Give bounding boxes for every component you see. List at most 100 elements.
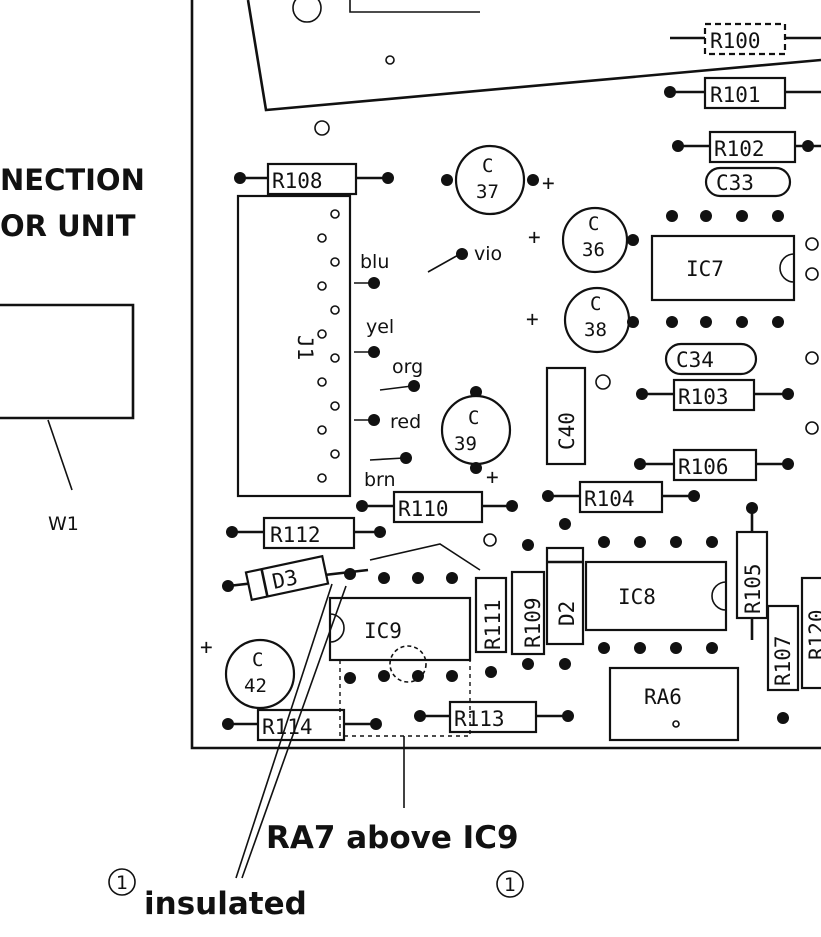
- resistor-r106: [672, 448, 758, 482]
- resistor-r120: [800, 576, 821, 690]
- diode-d2: [545, 546, 585, 646]
- r105-label: R105: [741, 563, 765, 614]
- resistor-r107: [766, 604, 800, 692]
- resistor-r111: [474, 576, 508, 654]
- c42-letter: C: [252, 649, 263, 671]
- resistor-r113: [448, 700, 538, 734]
- pad-marker: [385, 55, 395, 65]
- ic8-notch: [711, 581, 727, 611]
- wire-red: red: [390, 411, 421, 433]
- c40-label: C40: [555, 412, 579, 450]
- r104-label: R104: [584, 487, 635, 511]
- c37-number: 37: [476, 181, 499, 203]
- wire-org: org: [392, 356, 423, 378]
- capacitor-c33: [704, 166, 792, 198]
- r106-label: R106: [678, 455, 729, 479]
- r100-label: R100: [710, 29, 761, 53]
- resistor-r104: [578, 480, 664, 514]
- wire-w1-label: W1: [48, 513, 79, 535]
- c39-letter: C: [468, 407, 479, 429]
- resistor-r112: [262, 516, 356, 550]
- r102-label: R102: [714, 137, 765, 161]
- r113-label: R113: [454, 707, 505, 731]
- capacitor-c42: [224, 638, 296, 710]
- ic9-label: IC9: [364, 619, 402, 643]
- r120-label: R120: [805, 609, 821, 660]
- r107-label: R107: [771, 635, 795, 686]
- d2-label: D2: [555, 601, 579, 626]
- wire-yel: yel: [366, 316, 394, 338]
- capacitor-c40: [545, 366, 587, 466]
- w1-leader: [47, 419, 73, 491]
- capacitor-c37: [454, 144, 526, 216]
- resistor-r105: [735, 530, 769, 620]
- r103-label: R103: [678, 385, 729, 409]
- note-mark-right: 1: [504, 874, 516, 896]
- heading-line2: OR UNIT: [0, 209, 136, 243]
- c37-letter: C: [482, 155, 493, 177]
- heading-line1: NECTION: [0, 163, 145, 197]
- c39-plus: +: [486, 465, 499, 489]
- d3-label: D3: [270, 565, 300, 594]
- r110-label: R110: [398, 497, 449, 521]
- c39-number: 39: [454, 433, 477, 455]
- connector-j1: [236, 194, 352, 498]
- ic-ic7: [650, 234, 796, 302]
- r112-label: R112: [270, 523, 321, 547]
- ic-ic8: [584, 560, 728, 632]
- c37-plus: +: [542, 171, 555, 195]
- c38-number: 38: [584, 319, 607, 341]
- resistor-r100: [703, 22, 787, 56]
- wire-vio: vio: [474, 243, 502, 265]
- c36-number: 36: [582, 239, 605, 261]
- r111-label: R111: [481, 599, 505, 650]
- resistor-r103: [672, 378, 756, 412]
- c42-number: 42: [244, 675, 267, 697]
- board-outline: [190, 0, 821, 750]
- c33-label: C33: [716, 171, 754, 195]
- ic7-label: IC7: [686, 257, 724, 281]
- cable-w1-outline: [0, 303, 135, 420]
- j1-label: J1: [293, 335, 317, 360]
- wire-blu: blu: [360, 251, 389, 273]
- note-mark-circle-left: [108, 868, 136, 896]
- resistor-r109: [510, 570, 546, 656]
- c38-letter: C: [590, 293, 601, 315]
- ic8-label: IC8: [618, 585, 656, 609]
- mount-hole: [314, 120, 330, 136]
- top-module-outline: [246, 0, 821, 112]
- capacitor-c34: [664, 342, 758, 376]
- note-mark-circle-right: [496, 870, 524, 898]
- ic7-pins: [666, 210, 784, 328]
- ic9-pins: [344, 568, 458, 684]
- array-ra6: [608, 666, 740, 742]
- top-mount-hole: [292, 0, 322, 23]
- c38-plus: +: [526, 307, 539, 331]
- r101-label: R101: [710, 83, 761, 107]
- ra7-outline: [369, 543, 481, 571]
- insulated-leader: [235, 583, 333, 879]
- note-mark-left: 1: [116, 872, 128, 894]
- insulated-annotation: insulated: [144, 886, 307, 922]
- ic8-pins: [598, 536, 718, 654]
- diode-d3: D3: [244, 554, 330, 602]
- ra7-annotation: RA7 above IC9: [266, 820, 519, 856]
- wire-brn: brn: [364, 469, 396, 491]
- c42-plus: +: [200, 635, 213, 659]
- r109-label: R109: [521, 597, 545, 648]
- ic7-notch: [779, 253, 795, 283]
- c36-letter: C: [588, 213, 599, 235]
- resistor-r102: [708, 130, 797, 164]
- resistor-r108: [266, 162, 358, 196]
- c36-plus: +: [528, 225, 541, 249]
- r108-label: R108: [272, 169, 323, 193]
- ra6-label: RA6: [644, 685, 682, 709]
- j1-pins: [317, 209, 340, 483]
- top-module-inner: [349, 0, 480, 13]
- resistor-r101: [703, 76, 787, 110]
- ic-ic9: [328, 596, 472, 662]
- c34-label: C34: [676, 348, 714, 372]
- resistor-r110: [392, 490, 484, 524]
